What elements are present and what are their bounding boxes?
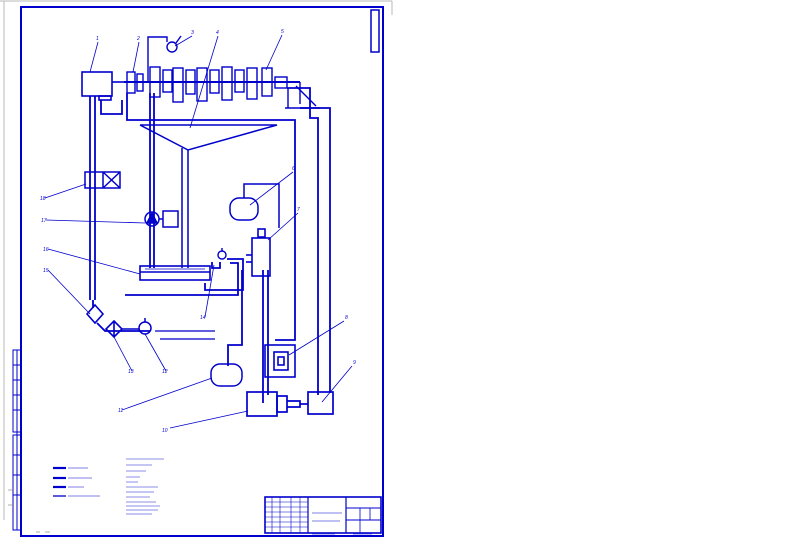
- callout-numbers: 1 2 3 4 5 6 7 8 9 10 11 12 13 14 15 16 1…: [40, 29, 356, 434]
- oil-pipes: [89, 87, 331, 403]
- temperature-sensor: [217, 248, 227, 260]
- callout-7: 7: [297, 207, 300, 213]
- top-valve: [147, 35, 182, 82]
- control-unit: [246, 228, 271, 277]
- oil-pump: [144, 210, 179, 228]
- receiver-vessel: [229, 183, 280, 228]
- callout-6: 6: [292, 166, 295, 172]
- sheet-outer-edge: [0, 0, 393, 520]
- callout-18: 18: [40, 196, 46, 202]
- callout-4: 4: [216, 30, 219, 36]
- instrument-panel: [264, 344, 296, 378]
- coarse-filter: [85, 303, 105, 325]
- corner-marks: [8, 489, 50, 533]
- left-margin-stamp: [12, 349, 22, 531]
- fine-filter: [104, 319, 124, 339]
- component-spec-list: [126, 458, 164, 515]
- callout-11: 11: [118, 408, 123, 414]
- sheet-stamp-marks: [312, 512, 372, 535]
- callout-12: 12: [162, 369, 168, 375]
- callout-5: 5: [281, 29, 284, 35]
- oil-sump-tank: [139, 265, 211, 281]
- callout-8: 8: [345, 315, 348, 321]
- callout-2: 2: [136, 36, 140, 42]
- callout-17: 17: [41, 218, 47, 224]
- title-block: [264, 496, 382, 534]
- line-type-legend: [53, 466, 100, 497]
- drawing-frame: [20, 6, 384, 537]
- callout-3: 3: [191, 30, 194, 36]
- engine-block: [81, 71, 126, 101]
- drive-motor: [246, 391, 301, 417]
- oil-pan-funnel: [139, 124, 278, 268]
- callout-1: 1: [96, 36, 99, 42]
- callout-9: 9: [353, 360, 356, 366]
- callout-leaders: [44, 34, 353, 429]
- drive-bracket: [285, 82, 320, 109]
- callout-15: 15: [43, 268, 49, 274]
- heat-exchanger: [84, 171, 121, 189]
- storage-tank: [210, 363, 243, 387]
- gearbox: [300, 391, 334, 415]
- callout-13: 13: [128, 369, 134, 375]
- callout-16: 16: [43, 247, 49, 253]
- callout-10: 10: [162, 428, 168, 434]
- callout-14: 14: [200, 315, 206, 321]
